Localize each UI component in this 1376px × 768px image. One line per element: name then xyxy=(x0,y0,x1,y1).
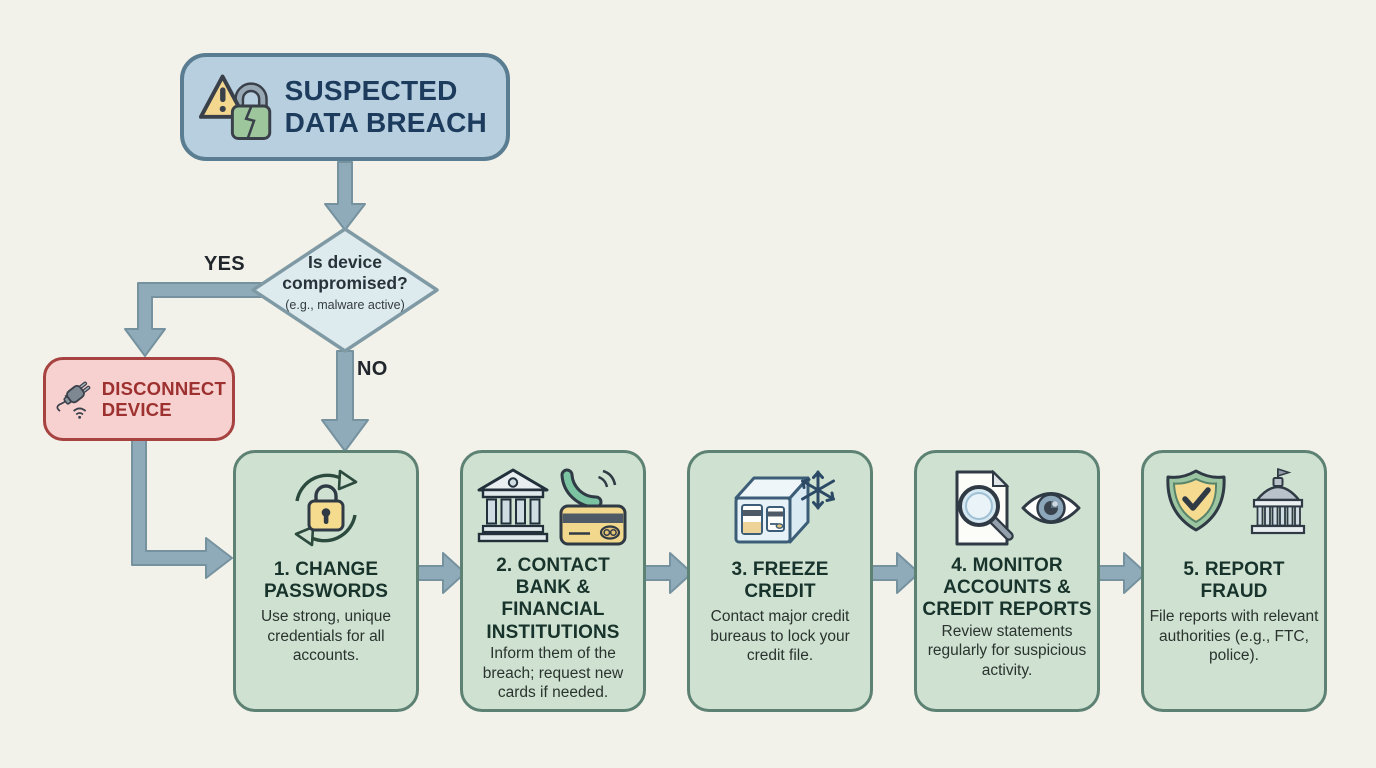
arrow-start-to-decision xyxy=(324,161,366,231)
start-node-suspected-data-breach: SUSPECTED DATA BREACH xyxy=(180,53,510,161)
step3-icon-area xyxy=(720,461,840,555)
step3-title: 3. FREEZE CREDIT xyxy=(731,558,829,602)
arrow-step3-to-step4 xyxy=(871,552,920,594)
shield-check-government-icon xyxy=(1166,467,1306,535)
arrow-no-to-step1 xyxy=(321,350,369,452)
step2-icon-area xyxy=(477,461,629,555)
step-node-monitor-accounts: 4. MONITOR ACCOUNTS & CREDIT REPORTS Rev… xyxy=(914,450,1100,712)
decision-question: Is device compromised? xyxy=(282,252,408,294)
step-node-freeze-credit: 3. FREEZE CREDIT Contact major credit bu… xyxy=(687,450,873,712)
arrow-step1-to-step2 xyxy=(417,552,466,594)
step5-title: 5. REPORT FRAUD xyxy=(1183,558,1285,602)
arrow-step4-to-step5 xyxy=(1098,552,1147,594)
step4-title: 4. MONITOR ACCOUNTS & CREDIT REPORTS xyxy=(922,555,1092,621)
no-branch-label: NO xyxy=(357,358,388,380)
arrow-yes-elbow xyxy=(124,282,269,357)
bank-and-phone-card-icon xyxy=(477,468,627,546)
password-rotate-lock-icon xyxy=(294,469,358,547)
yes-branch-label: YES xyxy=(204,253,245,275)
unplugged-cable-icon xyxy=(56,381,91,419)
step4-description: Review statements regularly for suspicio… xyxy=(927,622,1087,679)
frozen-credit-card-snowflake-icon xyxy=(734,470,835,544)
step1-description: Use strong, unique credentials for all a… xyxy=(260,608,392,665)
decision-diamond-shape xyxy=(251,227,439,353)
disconnect-device-node: DISCONNECT DEVICE xyxy=(43,357,235,441)
step5-icon-area xyxy=(1158,461,1310,555)
step3-description: Contact major credit bureaus to lock you… xyxy=(710,608,850,665)
step-node-report-fraud: 5. REPORT FRAUD File reports with releva… xyxy=(1141,450,1327,712)
step2-description: Inform them of the breach; request new c… xyxy=(482,644,624,702)
disconnect-device-label: DISCONNECT DEVICE xyxy=(101,377,226,420)
step2-title: 2. CONTACT BANK & FINANCIAL INSTITUTIONS xyxy=(486,555,620,643)
step4-icon-area xyxy=(931,461,1083,555)
decision-node-text: Is device compromised? (e.g., malware ac… xyxy=(257,252,433,312)
step-node-change-passwords: 1. CHANGE PASSWORDS Use strong, unique c… xyxy=(233,450,419,712)
step-node-contact-bank: 2. CONTACT BANK & FINANCIAL INSTITUTIONS… xyxy=(460,450,646,712)
document-magnifier-eye-icon xyxy=(955,469,1081,546)
arrow-step2-to-step3 xyxy=(644,552,693,594)
warning-broken-padlock-icon xyxy=(198,74,272,140)
step1-icon-area xyxy=(280,461,372,555)
arrow-disconnect-to-step1 xyxy=(131,439,233,579)
decision-note: (e.g., malware active) xyxy=(285,297,405,312)
start-node-label: SUSPECTED DATA BREACH xyxy=(284,75,487,138)
step5-description: File reports with relevant authorities (… xyxy=(1149,608,1319,665)
step1-title: 1. CHANGE PASSWORDS xyxy=(263,558,389,602)
